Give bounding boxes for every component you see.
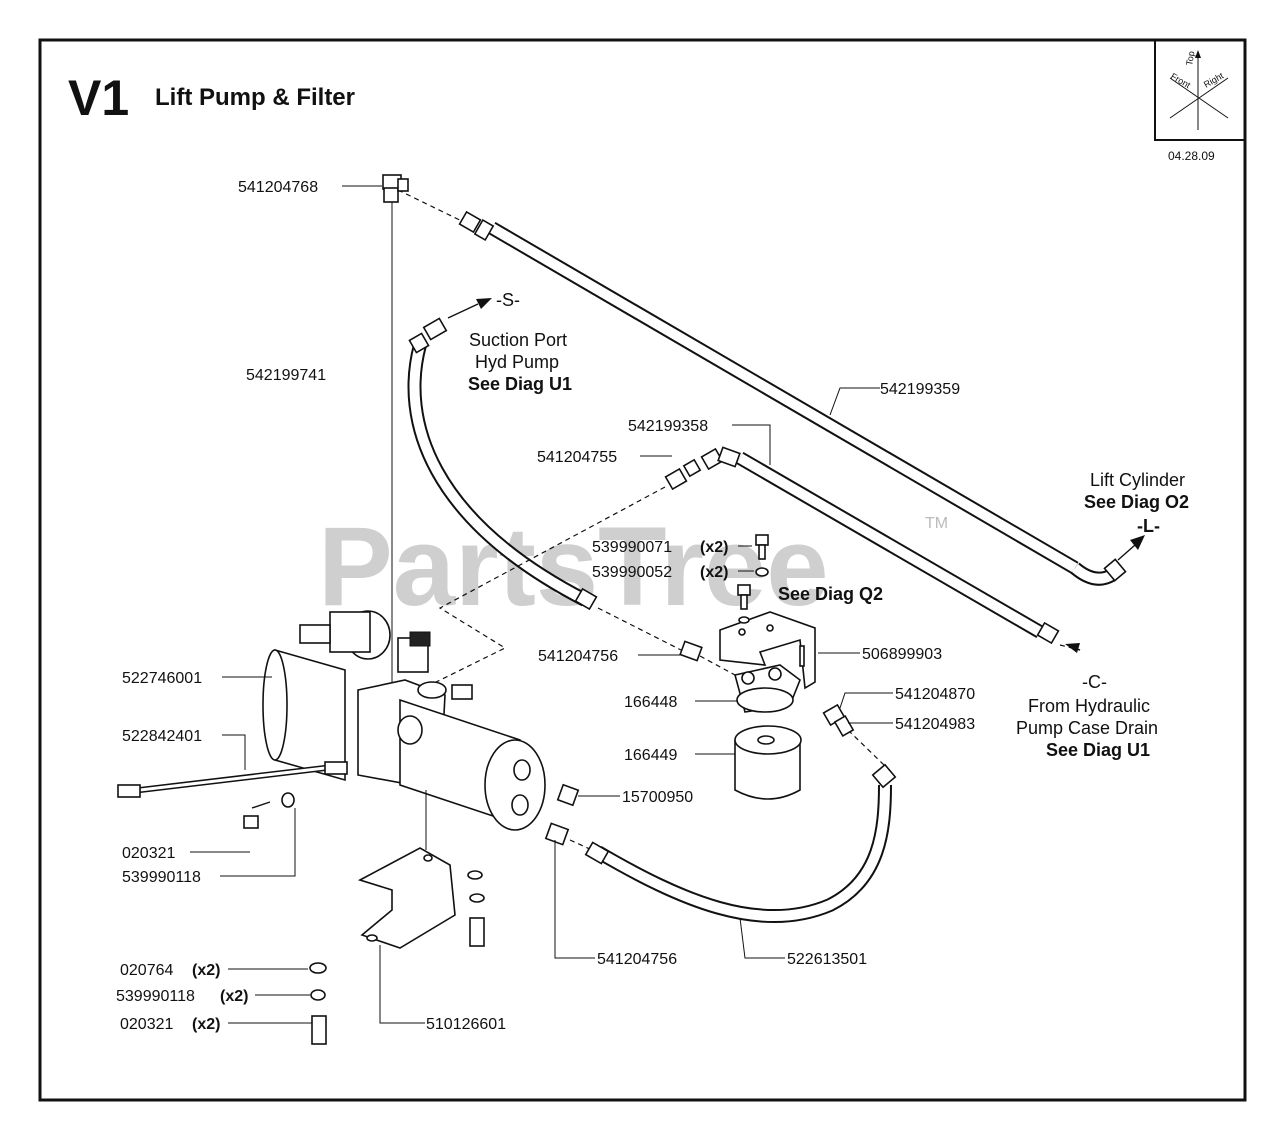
label-539990052: 539990052 xyxy=(592,564,672,581)
diagram-title: Lift Pump & Filter xyxy=(155,84,355,111)
label-539990071-qty: (x2) xyxy=(700,539,728,556)
label-539990118-b: 539990118 xyxy=(116,988,195,1005)
drain-line2: Pump Case Drain xyxy=(1016,718,1158,738)
label-539990071: 539990071 xyxy=(592,539,672,556)
revision-date: 04.28.09 xyxy=(1168,149,1215,163)
leader-lines xyxy=(190,185,1145,1024)
label-542199359: 542199359 xyxy=(880,381,960,398)
label-539990052-qty: (x2) xyxy=(700,564,728,581)
label-506899903: 506899903 xyxy=(862,646,942,663)
watermark-tm: TM xyxy=(925,515,948,532)
suction-line2: Hyd Pump xyxy=(475,352,559,372)
lift-line1: Lift Cylinder xyxy=(1090,470,1185,490)
label-542199358: 542199358 xyxy=(628,418,708,435)
watermark: PartsTree xyxy=(318,504,829,629)
drain-see-diag: See Diag U1 xyxy=(1046,740,1150,760)
bolt-020321-washer xyxy=(243,792,295,829)
label-542199741: 542199741 xyxy=(246,367,326,384)
label-020764: 020764 xyxy=(120,962,173,979)
orientation-box: Top Front Right xyxy=(1154,39,1246,141)
hose-542199358 xyxy=(700,446,1081,651)
fitting-541204756-upper xyxy=(679,640,736,676)
bracket-510126601 xyxy=(357,790,456,949)
rod-522842401 xyxy=(117,761,348,798)
suction-see-diag: See Diag U1 xyxy=(468,374,572,394)
suction-line1: Suction Port xyxy=(469,330,567,350)
see-diag-q2: See Diag Q2 xyxy=(778,584,883,604)
label-166449: 166449 xyxy=(624,747,677,764)
lift-marker: -L- xyxy=(1137,516,1160,536)
orientation-top-label: Top xyxy=(1184,50,1196,66)
diagram-code: V1 xyxy=(68,70,129,126)
label-539990118-a: 539990118 xyxy=(122,869,201,886)
label-020321-b: 020321 xyxy=(120,1016,173,1033)
orientation-front-label: Front xyxy=(1169,71,1193,90)
label-020321-b-qty: (x2) xyxy=(192,1016,220,1033)
hardware-stack-bottom xyxy=(309,962,327,1045)
label-522613501: 522613501 xyxy=(787,951,867,968)
hidden-route-line xyxy=(419,486,666,691)
hose-542199359 xyxy=(397,189,1127,586)
label-541204756-lower: 541204756 xyxy=(597,951,677,968)
fitting-541204870 xyxy=(822,703,855,738)
drain-line1: From Hydraulic xyxy=(1028,696,1150,716)
plug-15700950 xyxy=(556,783,580,807)
label-541204755: 541204755 xyxy=(537,449,617,466)
label-510126601: 510126601 xyxy=(426,1016,506,1033)
filter-166449 xyxy=(734,725,802,800)
diagram-frame xyxy=(38,38,1247,1102)
pump-tank-assembly-522746001 xyxy=(262,610,546,831)
label-166448: 166448 xyxy=(624,694,677,711)
orientation-right-label: Right xyxy=(1202,70,1226,89)
label-541204756-upper: 541204756 xyxy=(538,648,618,665)
hardware-stack-right xyxy=(467,870,485,947)
elbow-fitting-541204768 xyxy=(382,174,409,203)
lift-see-diag: See Diag O2 xyxy=(1084,492,1189,512)
label-539990118-b-qty: (x2) xyxy=(220,988,248,1005)
bracket-506899903 xyxy=(719,611,816,690)
label-522746001: 522746001 xyxy=(122,670,202,687)
label-15700950: 15700950 xyxy=(622,789,693,806)
label-541204983: 541204983 xyxy=(895,716,975,733)
fitting-541204755 xyxy=(664,458,702,491)
label-020321-a: 020321 xyxy=(122,845,175,862)
hose-suction xyxy=(407,317,686,653)
label-522842401: 522842401 xyxy=(122,728,202,745)
suction-marker: -S- xyxy=(496,290,520,310)
label-020764-qty: (x2) xyxy=(192,962,220,979)
drain-marker: -C- xyxy=(1082,672,1107,692)
bolt-539990071 xyxy=(737,534,769,624)
label-541204870: 541204870 xyxy=(895,686,975,703)
hose-522613501 xyxy=(544,731,897,924)
label-541204768: 541204768 xyxy=(238,179,318,196)
filter-head-166448 xyxy=(734,664,801,713)
